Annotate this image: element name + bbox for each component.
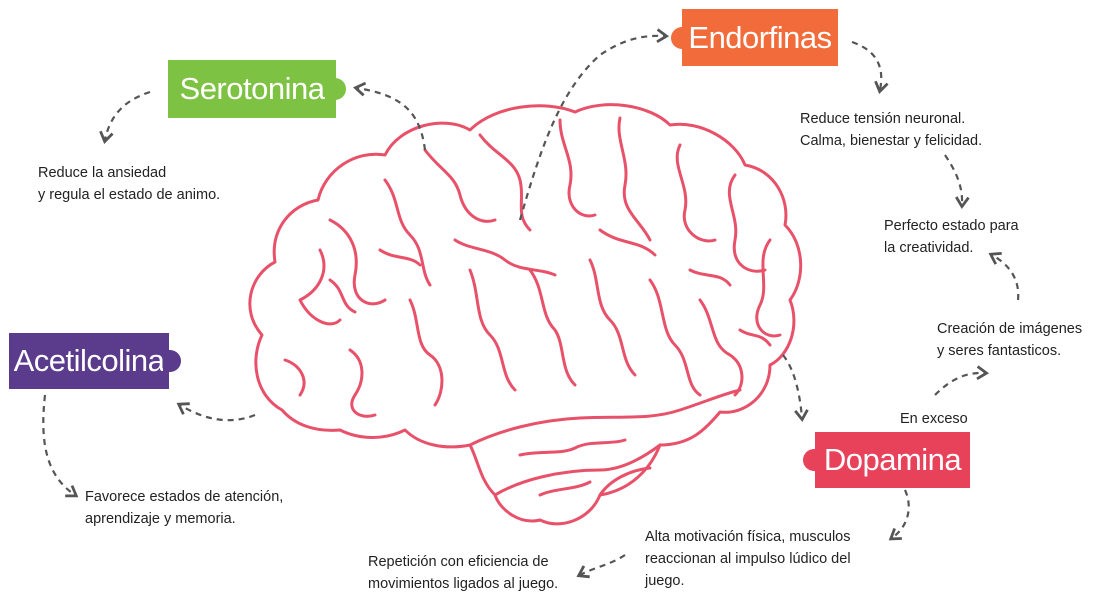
text-line: Perfecto estado para: [884, 218, 1019, 234]
text-line: Creación de imágenes: [937, 321, 1083, 337]
brain-illustration: [248, 103, 803, 526]
repeticion-description: Repetición con eficiencia de movimientos…: [368, 551, 558, 595]
imagenes-description: Creación de imágenes y seres fantasticos…: [937, 318, 1082, 362]
text-line: movimientos ligados al juego.: [368, 576, 559, 592]
text-line: la creatividad.: [884, 240, 974, 256]
connector-tab: [328, 78, 346, 100]
text-line: Repetición con eficiencia de: [368, 554, 549, 570]
serotonina-text: Serotonina: [179, 71, 325, 106]
serotonina-label: Serotonina: [168, 60, 346, 118]
text-line: aprendizaje y memoria.: [85, 511, 236, 527]
acetilcolina-description: Favorece estados de atención, aprendizaj…: [85, 486, 283, 530]
exceso-text: En exceso: [900, 408, 968, 430]
text-line: y regula el estado de animo.: [38, 187, 221, 203]
connector-tab: [163, 350, 181, 372]
text-line: Alta motivación física, musculos: [645, 529, 851, 545]
dopamina-text: Dopamina: [823, 442, 962, 477]
text-line: Calma, bienestar y felicidad.: [800, 133, 983, 149]
connector-tab: [671, 26, 689, 49]
text-line: y seres fantasticos.: [937, 343, 1062, 359]
dopamina-description: Alta motivación física, musculos reaccio…: [645, 526, 851, 592]
dopamina-label: Dopamina: [803, 432, 970, 488]
acetilcolina-label: Acetilcolina: [9, 333, 181, 389]
endorfinas-text: Endorfinas: [688, 19, 832, 55]
acetilcolina-text: Acetilcolina: [13, 343, 165, 378]
text-line: juego.: [645, 573, 685, 589]
connector-tab: [803, 449, 821, 471]
text-line: Reduce la ansiedad: [38, 165, 167, 181]
serotonina-description: Reduce la ansiedad y regula el estado de…: [38, 162, 220, 206]
text-line: Reduce tensión neuronal.: [800, 111, 966, 127]
text-line: reaccionan al impulso lúdico del: [645, 551, 851, 567]
endorfinas-description: Reduce tensión neuronal. Calma, bienesta…: [800, 108, 982, 152]
creatividad-description: Perfecto estado para la creatividad.: [884, 215, 1019, 259]
arrows: [42, 28, 1020, 579]
text-line: Favorece estados de atención,: [85, 489, 284, 505]
endorfinas-label: Endorfinas: [671, 9, 838, 66]
text-line: En exceso: [900, 411, 968, 427]
